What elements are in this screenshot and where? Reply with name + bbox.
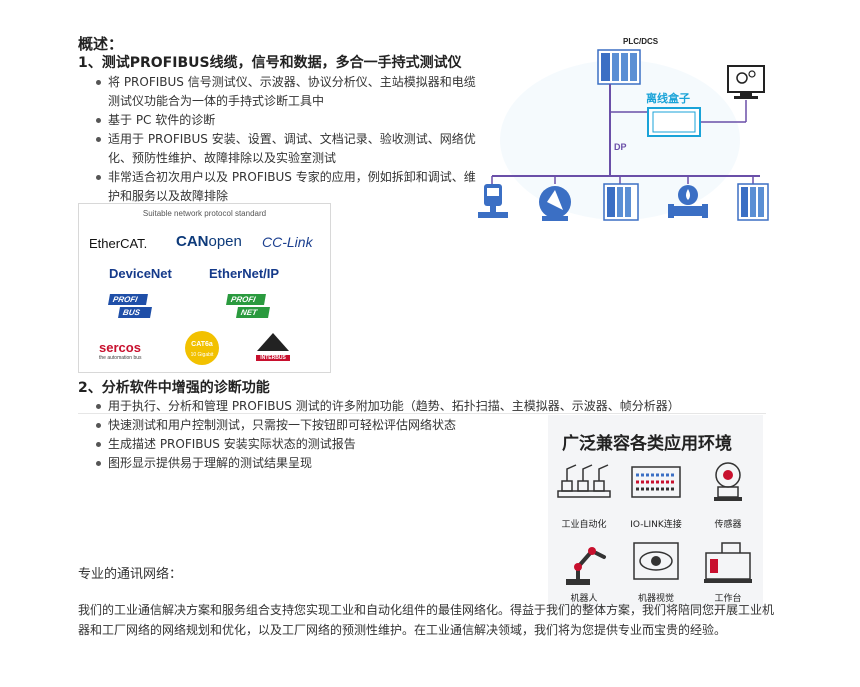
offline-box-icon <box>647 107 701 137</box>
transmitter-device-icon <box>478 184 508 218</box>
app-label: 机器视觉 <box>637 594 674 604</box>
io-rack-device-icon <box>603 183 639 221</box>
protocols-caption: Suitable network protocol standard <box>142 209 267 218</box>
machine-vision-icon <box>633 542 679 580</box>
pump-device-icon <box>539 186 571 221</box>
section1-bullet: 适用于 PROFIBUS 安装、设置、调试、文档记录、验收测试、网络优化、预防性… <box>92 130 484 168</box>
section2-title: 2、分析软件中增强的诊断功能 <box>78 380 270 396</box>
offline-box-label: 离线盒子 <box>646 91 690 105</box>
section2-bullet: 图形显示提供易于理解的测试结果呈现 <box>92 454 712 473</box>
plc-dcs-icon <box>597 49 641 85</box>
section2-bullets: 用于执行、分析和管理 PROFIBUS 测试的许多附加功能（趋势、拓扑扫描、主模… <box>92 397 712 473</box>
section2-bullet: 生成描述 PROFIBUS 安装实际状态的测试报告 <box>92 435 712 454</box>
cat6-logo: CAT6a 10 Gigabit <box>185 331 219 365</box>
valve-device-icon <box>668 185 708 218</box>
section1-title: 1、测试PROFIBUS线缆，信号和数据，多合一手持式测试仪 <box>78 55 462 71</box>
section2-bullet: 快速测试和用户控制测试，只需按一下按钮即可轻松评估网络状态 <box>92 416 712 435</box>
io-link-icon <box>631 466 681 498</box>
protocol-logos-panel: Suitable network protocol standard Ether… <box>78 203 331 373</box>
network-paragraph: 我们的工业通信解决方案和服务组合支持您实现工业和自动化组件的最佳网络化。得益于我… <box>78 603 775 637</box>
industrial-automation-icon <box>557 464 611 498</box>
ethernetip-logo: EtherNet/IP <box>209 266 280 281</box>
profibus-logo: PROFI BUS <box>108 294 161 324</box>
app-label: 工业自动化 <box>561 520 607 530</box>
robot-arm-icon <box>566 547 606 585</box>
overview-title: 概述： <box>78 35 124 53</box>
canopen-logo: CANopen <box>176 233 242 250</box>
applications-panel: 广泛兼容各类应用环境 工业自动化 IO-LINK连接 传感器 <box>548 415 763 610</box>
interbus-logo: INTERBUS <box>256 332 290 362</box>
cclink-logo: CC-Link <box>262 234 313 250</box>
monitor-icon <box>727 65 765 99</box>
app-label: 工作台 <box>714 594 742 604</box>
profinet-logo: PROFI NET <box>226 294 279 324</box>
app-label: 机器人 <box>570 594 598 604</box>
devicenet-logo: DeviceNet <box>109 266 172 281</box>
io-rack-device-icon <box>737 183 769 221</box>
sercos-logo: sercos the automation bus <box>99 340 142 361</box>
dp-bus-label: DP <box>614 142 627 152</box>
section1-bullet: 非常适合初次用户以及 PROFIBUS 专家的应用，例如拆卸和调试、维护和服务以… <box>92 168 484 206</box>
profibus-network-diagram: PLC/DCS DP 离线盒子 <box>478 37 769 221</box>
section1-bullet: 将 PROFIBUS 信号测试仪、示波器、协议分析仪、主站模拟器和电缆测试仪功能… <box>92 73 484 111</box>
section1-bullet: 基于 PC 软件的诊断 <box>92 111 484 130</box>
section1-bullets: 将 PROFIBUS 信号测试仪、示波器、协议分析仪、主站模拟器和电缆测试仪功能… <box>92 73 484 206</box>
app-label: IO-LINK连接 <box>630 520 682 530</box>
ethercat-logo: EtherCAT. <box>89 236 148 251</box>
network-title: 专业的通讯网络： <box>78 567 183 582</box>
workbench-icon <box>704 542 752 583</box>
applications-title: 广泛兼容各类应用环境 <box>562 434 732 454</box>
plc-label: PLC/DCS <box>623 37 659 46</box>
app-label: 传感器 <box>714 520 742 530</box>
sensor-icon <box>714 462 742 501</box>
section2-bullet: 用于执行、分析和管理 PROFIBUS 测试的许多附加功能（趋势、拓扑扫描、主模… <box>92 397 712 416</box>
divider <box>78 413 766 414</box>
